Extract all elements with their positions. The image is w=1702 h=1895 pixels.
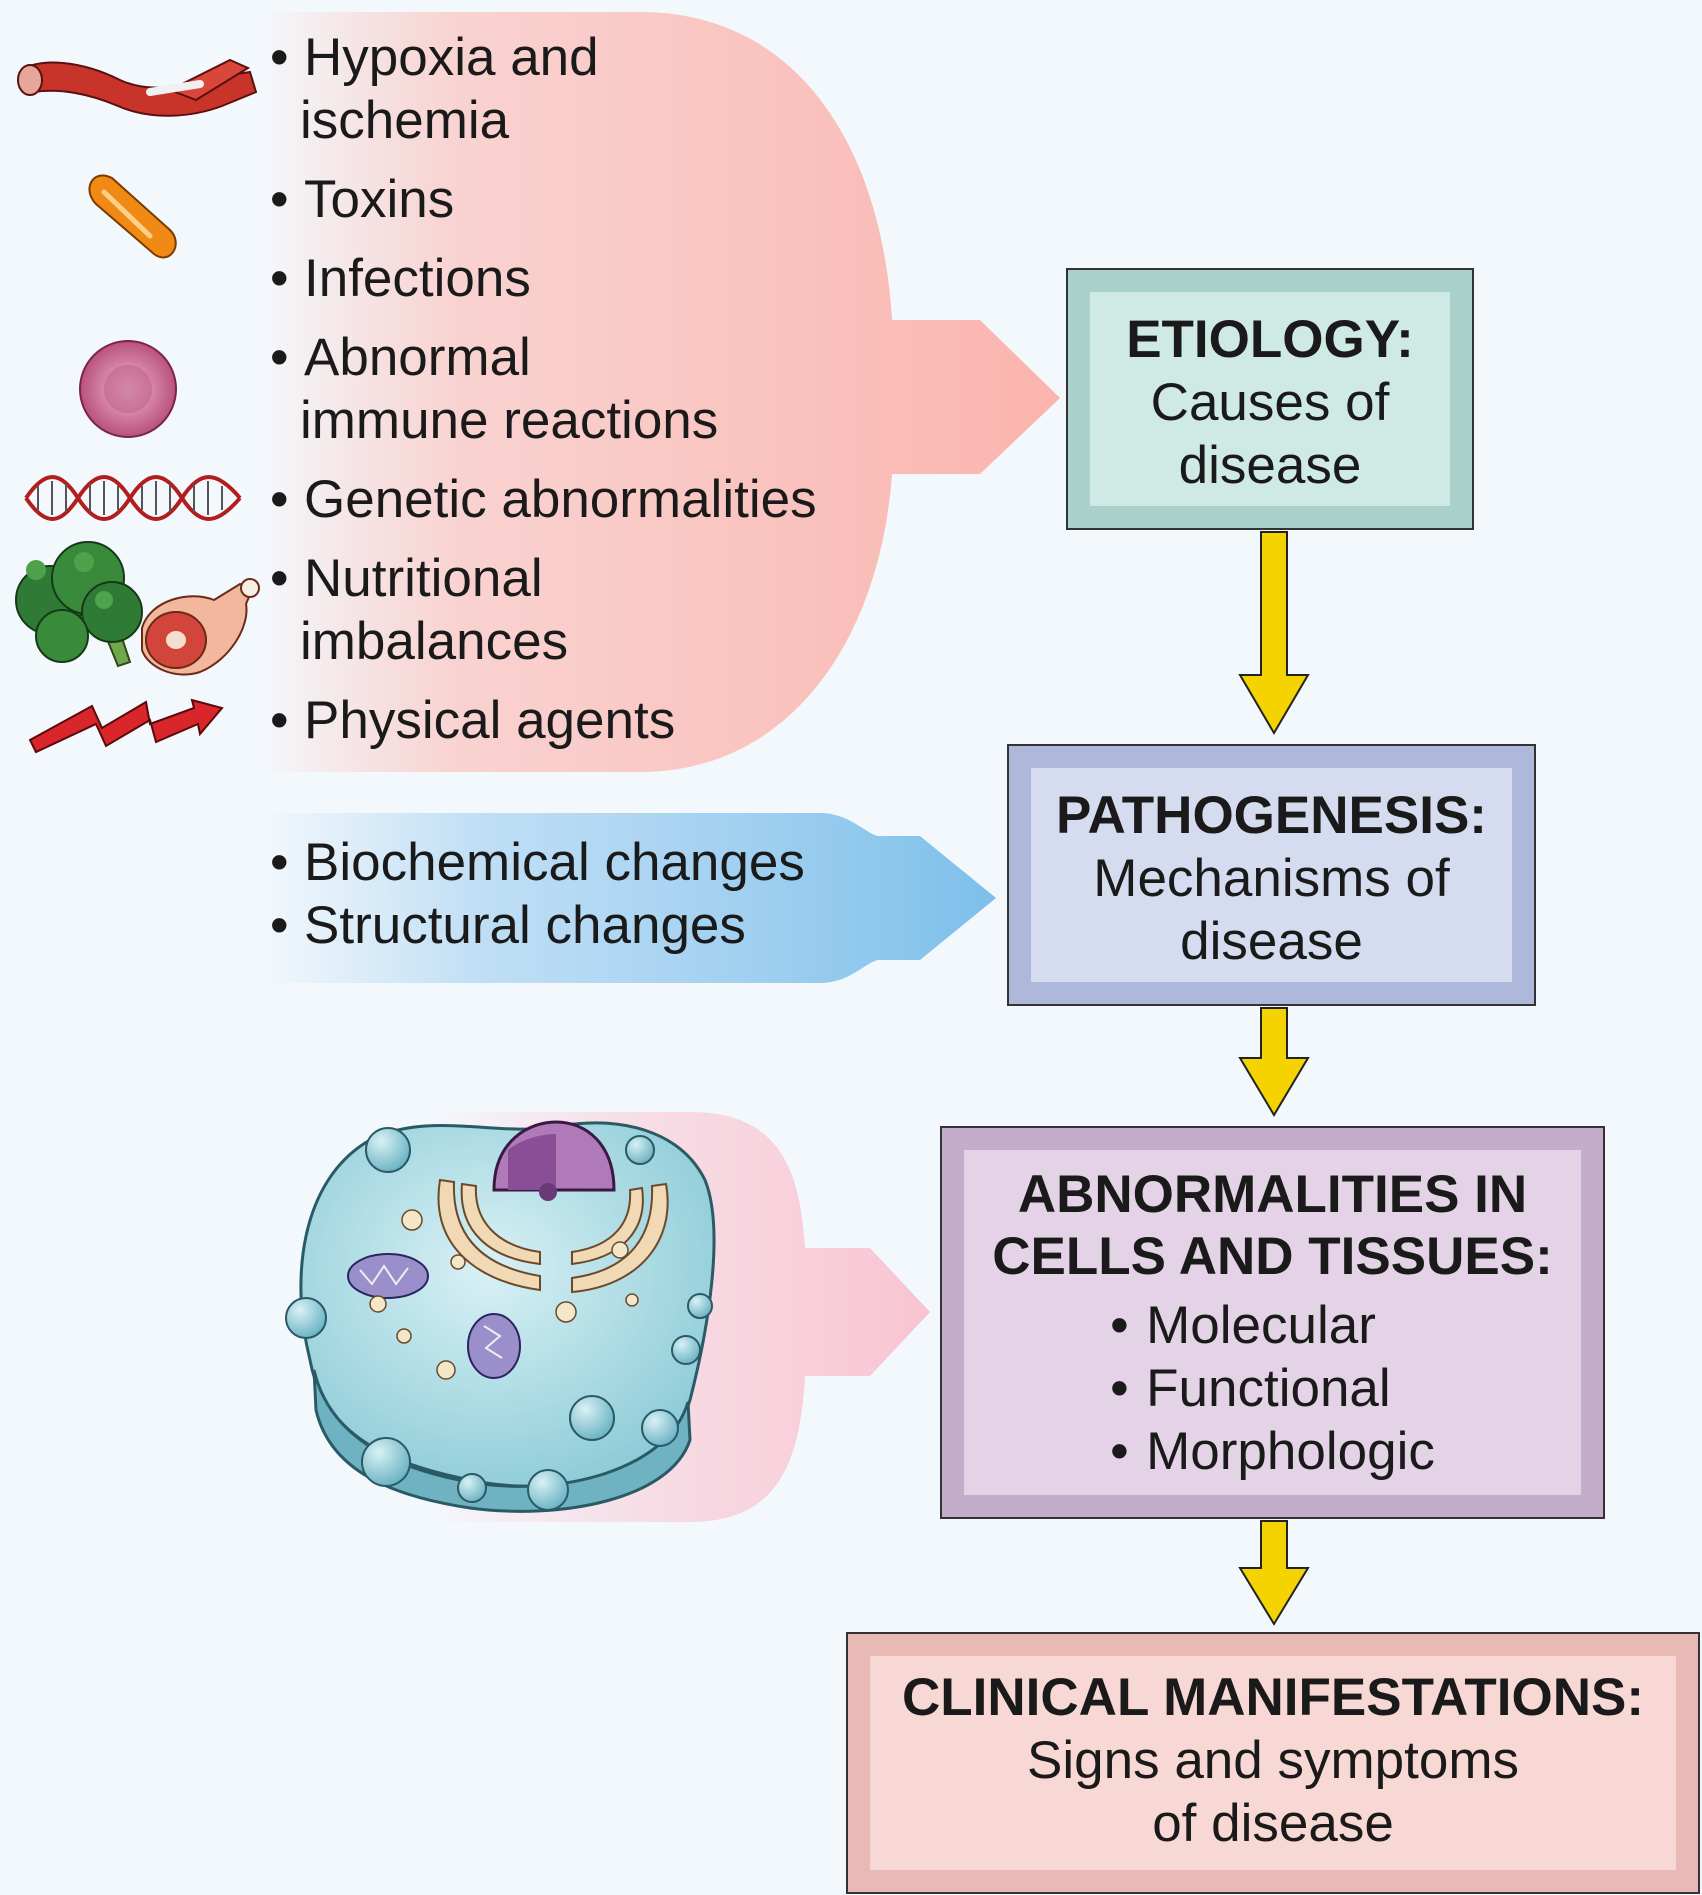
cell-icon: [79, 340, 177, 438]
stage-title: CLINICAL MANIFESTATIONS:: [902, 1668, 1644, 1727]
cause-item-immune: Abnormal immune reactions: [270, 326, 817, 452]
dna-icon: [24, 475, 242, 521]
stage-title: PATHOGENESIS:: [1056, 786, 1487, 845]
abnormality-type-item: Morphologic: [1110, 1420, 1435, 1483]
stage-line: disease: [1178, 436, 1362, 495]
causes-list: Hypoxia and ischemia Toxins Infections A…: [270, 26, 817, 768]
cause-item-label: Toxins: [304, 170, 455, 229]
stage-line: disease: [1180, 912, 1363, 971]
mechanism-item-structural: Structural changes: [270, 894, 805, 957]
abnormality-type-item: Molecular: [1110, 1294, 1435, 1357]
ham-icon: [141, 578, 260, 676]
stage-box-abnormalities: ABNORMALITIES IN CELLS AND TISSUES: Mole…: [940, 1126, 1605, 1519]
cause-item-physical: Physical agents: [270, 689, 817, 752]
cause-item-toxins: Toxins: [270, 168, 817, 231]
stage-box-etiology: ETIOLOGY: Causes of disease: [1066, 268, 1474, 530]
cause-item-infections: Infections: [270, 247, 817, 310]
abnormality-type-item: Functional: [1110, 1357, 1435, 1420]
mechanism-item-label: Structural changes: [304, 896, 746, 955]
flow-arrow-pathogenesis-to-abnormalities: [1238, 1007, 1310, 1117]
mechanisms-list: Biochemical changes Structural changes: [270, 831, 805, 957]
cause-item-label: Nutritional: [304, 549, 543, 608]
cause-item-nutritional: Nutritional imbalances: [270, 547, 817, 673]
cause-item-genetic: Genetic abnormalities: [270, 468, 817, 531]
stage-title: ETIOLOGY:: [1126, 310, 1414, 369]
cause-item-label: Genetic abnormalities: [304, 470, 817, 529]
cause-item-label-line2: imbalances: [300, 612, 569, 671]
stage-title: CELLS AND TISSUES:: [992, 1227, 1553, 1286]
stage-line: Mechanisms of: [1093, 849, 1450, 908]
mechanism-item-biochemical: Biochemical changes: [270, 831, 805, 894]
cause-item-hypoxia: Hypoxia and ischemia: [270, 26, 817, 152]
stage-title: ABNORMALITIES IN: [1017, 1165, 1528, 1224]
broccoli-icon: [15, 541, 143, 668]
cause-item-label-line2: immune reactions: [300, 391, 719, 450]
cause-item-label-line2: ischemia: [300, 91, 510, 150]
cause-item-label: Abnormal: [304, 328, 531, 387]
blood-vessel-icon: [17, 58, 258, 117]
cause-item-label: Infections: [304, 249, 531, 308]
stage-line: Signs and symptoms: [1027, 1731, 1519, 1790]
stage-box-clinical: CLINICAL MANIFESTATIONS: Signs and sympt…: [846, 1632, 1700, 1894]
cause-item-label: Physical agents: [304, 691, 676, 750]
lightning-bolt-icon: [28, 698, 224, 754]
abnormality-types-list: Molecular Functional Morphologic: [1110, 1294, 1435, 1483]
capsule-icon: [88, 174, 177, 259]
stage-line: of disease: [1152, 1794, 1394, 1853]
mechanism-item-label: Biochemical changes: [304, 833, 805, 892]
flow-arrow-abnormalities-to-clinical: [1238, 1520, 1310, 1626]
flow-arrow-etiology-to-pathogenesis: [1238, 531, 1310, 735]
stage-line: Causes of: [1150, 373, 1390, 432]
stage-box-pathogenesis: PATHOGENESIS: Mechanisms of disease: [1007, 744, 1536, 1006]
animal-cell-illustration: [285, 1120, 716, 1513]
cause-item-label: Hypoxia and: [304, 28, 599, 87]
